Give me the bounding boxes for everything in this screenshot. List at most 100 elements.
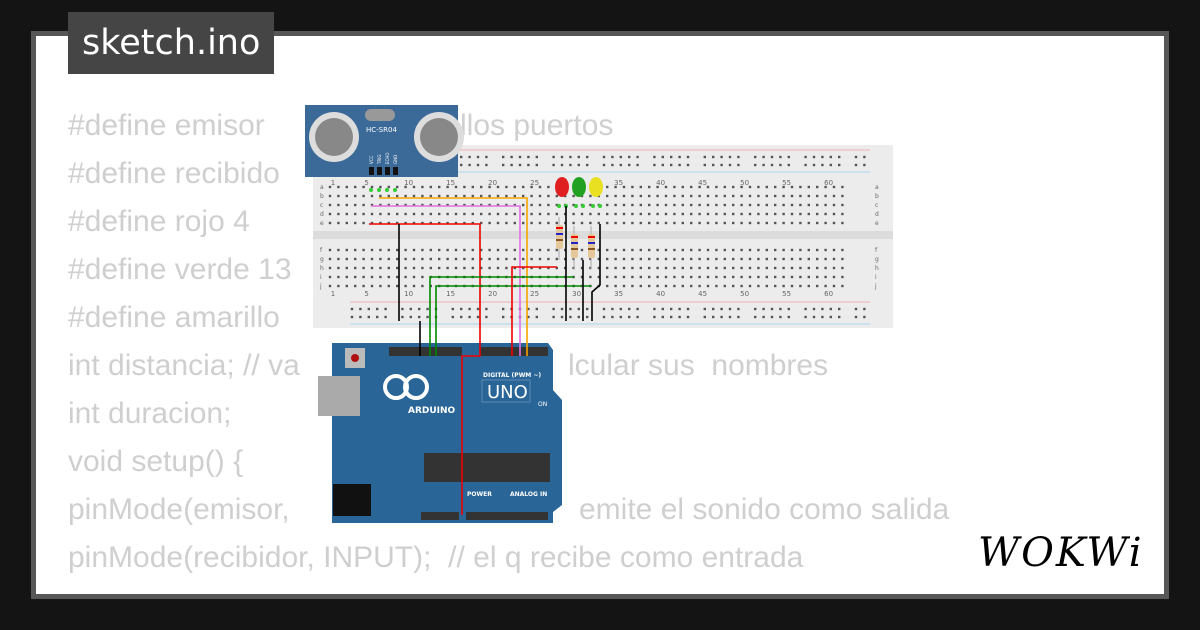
breadboard-hole — [690, 248, 693, 252]
rail-hole — [770, 155, 774, 159]
breadboard-hole — [681, 266, 684, 270]
rail-hole — [787, 155, 790, 159]
breadboard-hole — [337, 194, 340, 198]
breadboard-hole — [681, 185, 684, 189]
breadboard-hole — [606, 221, 609, 225]
breadboard-hole — [480, 212, 483, 216]
breadboard-hole — [782, 275, 785, 279]
breadboard-hole — [387, 212, 390, 216]
breadboard-hole — [606, 275, 609, 279]
breadboard-hole — [412, 248, 416, 252]
rail-hole — [485, 155, 488, 159]
breadboard-hole — [757, 194, 760, 198]
row-letter: f — [875, 247, 878, 254]
code-line-continued: emite el sonido como salida — [579, 493, 950, 526]
breadboard-hole — [740, 212, 743, 216]
breadboard-hole — [328, 221, 332, 225]
breadboard-hole — [488, 248, 491, 252]
resistor-band — [556, 233, 563, 235]
breadboard-hole — [807, 248, 810, 252]
breadboard-hole — [748, 266, 752, 270]
rail-hole — [728, 155, 732, 159]
rail-hole — [821, 155, 824, 159]
rail-hole — [678, 163, 681, 167]
breadboard-hole — [396, 266, 399, 270]
breadboard-hole — [379, 185, 382, 189]
breadboard-hole — [774, 284, 777, 288]
breadboard-hole — [698, 257, 701, 261]
power-label: POWER — [467, 491, 492, 498]
breadboard-hole — [774, 275, 777, 279]
rail-hole — [804, 307, 807, 311]
rail-hole — [653, 155, 656, 159]
breadboard-hole — [404, 212, 407, 216]
breadboard-hole — [580, 257, 584, 261]
breadboard-hole — [471, 266, 474, 270]
breadboard-hole — [446, 194, 449, 198]
breadboard-hole — [841, 266, 844, 270]
rail-hole — [678, 307, 681, 311]
resistor — [588, 234, 595, 258]
resistor-band — [556, 227, 563, 229]
breadboard-hole — [471, 185, 474, 189]
breadboard-hole — [832, 194, 836, 198]
rail-hole — [863, 307, 866, 311]
rail-hole — [720, 163, 723, 167]
rail-hole — [703, 163, 706, 167]
led — [555, 177, 569, 197]
rail-hole — [737, 163, 740, 167]
breadboard-hole — [446, 221, 449, 225]
rail-hole — [712, 155, 715, 159]
breadboard-hole — [765, 284, 768, 288]
breadboard-hole — [748, 194, 752, 198]
rail-hole — [468, 163, 471, 167]
breadboard-hole — [732, 194, 735, 198]
breadboard-hole — [547, 248, 550, 252]
power-jack — [333, 484, 371, 516]
rail-hole — [602, 163, 606, 167]
breadboard-hole — [446, 257, 449, 261]
breadboard-hole — [337, 266, 340, 270]
rail-hole — [426, 315, 429, 319]
breadboard-hole — [732, 284, 735, 288]
rail-hole — [787, 307, 790, 311]
breadboard-hole — [522, 248, 525, 252]
code-line-continued: llos puertos — [460, 109, 614, 142]
rail-hole — [661, 155, 664, 159]
breadboard-hole — [706, 284, 710, 288]
code-line-continued: lcular sus nombres — [568, 349, 829, 382]
rail-hole — [804, 163, 807, 167]
crystal — [365, 109, 395, 121]
breadboard-hole — [799, 284, 802, 288]
row-letter: e — [875, 220, 879, 227]
breadboard-hole — [396, 221, 399, 225]
breadboard-hole — [580, 266, 584, 270]
breadboard-hole — [606, 257, 609, 261]
breadboard-hole — [421, 221, 424, 225]
breadboard-hole — [555, 221, 558, 225]
breadboard-hole — [572, 194, 575, 198]
breadboard-hole — [547, 203, 550, 207]
rail-hole — [451, 307, 454, 311]
rail-hole — [754, 163, 757, 167]
rail-hole — [804, 155, 807, 159]
breadboard-hole — [723, 194, 726, 198]
breadboard-hole — [522, 221, 525, 225]
transducer-mesh — [420, 118, 458, 156]
rail-hole — [770, 307, 774, 311]
breadboard-hole — [589, 203, 592, 207]
breadboard-hole — [496, 221, 500, 225]
breadboard-hole — [412, 212, 416, 216]
breadboard-hole — [480, 248, 483, 252]
breadboard-hole — [387, 275, 390, 279]
breadboard-hole — [841, 194, 844, 198]
breadboard-hole — [606, 194, 609, 198]
breadboard-hole — [648, 194, 651, 198]
breadboard-hole — [841, 221, 844, 225]
rail-hole — [510, 155, 513, 159]
breadboard-hole — [639, 257, 642, 261]
breadboard-hole — [799, 257, 802, 261]
breadboard-hole — [740, 284, 743, 288]
breadboard-hole — [748, 212, 752, 216]
breadboard-hole — [496, 248, 500, 252]
